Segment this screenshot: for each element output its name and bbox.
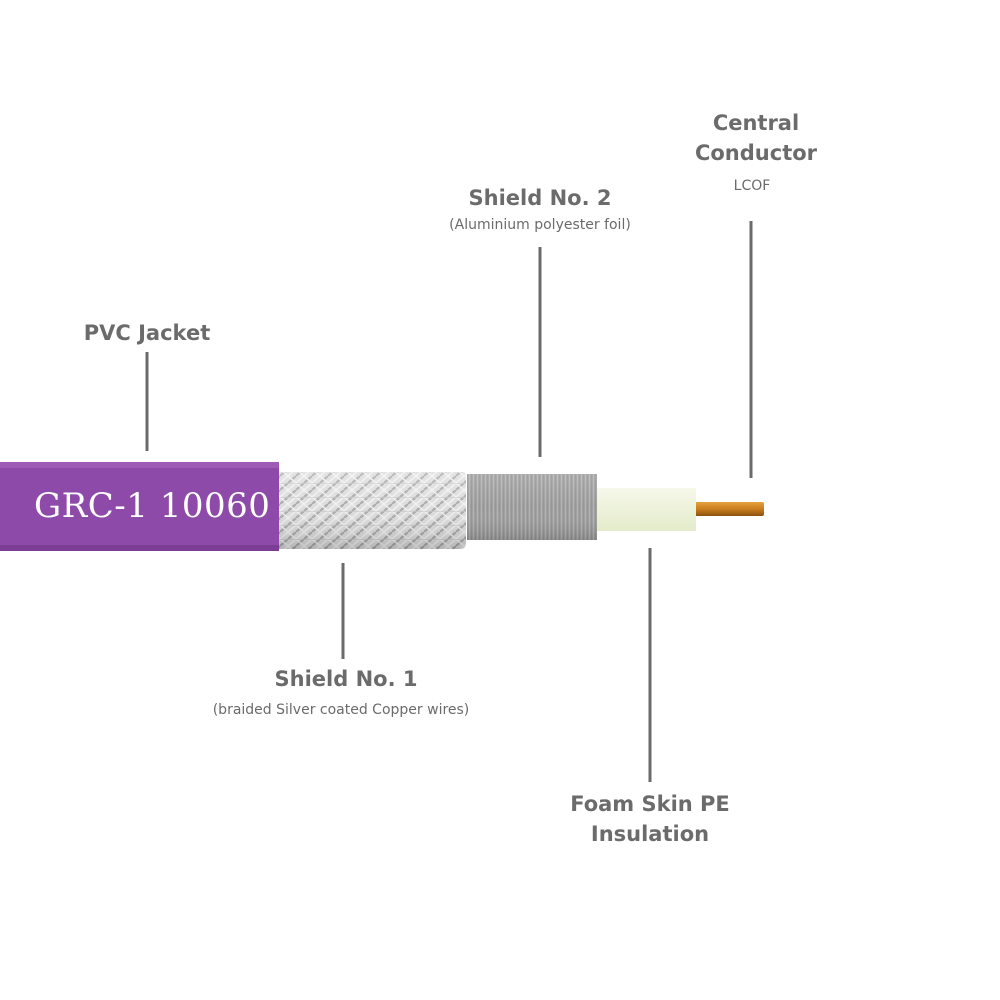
pvc-jacket-shadow (0, 545, 279, 551)
foam-insulation-label-line1: Foam Skin PE (570, 792, 730, 816)
shield-2-description: (Aluminium polyester foil) (449, 217, 631, 233)
foam-skin-pe-insulation (594, 488, 696, 531)
central-conductor-label-line1: Central (712, 111, 800, 135)
pvc-jacket-label: PVC Jacket (83, 321, 211, 345)
shield-2-foil-shading (467, 474, 597, 540)
foam-insulation-label-line2: Insulation (590, 822, 710, 846)
cable-print-text: GRC-1 10060 (34, 486, 271, 526)
central-conductor-label-line2: Conductor (694, 141, 818, 165)
pvc-jacket (0, 462, 279, 551)
shield-1-label: Shield No. 1 (274, 667, 418, 691)
shield-2-label: Shield No. 2 (468, 186, 612, 210)
shield-1-description: (braided Silver coated Copper wires) (212, 702, 470, 718)
central-conductor (690, 502, 764, 516)
shield-1-braid-shading (275, 472, 466, 549)
pvc-jacket-highlight (0, 462, 279, 468)
central-conductor-description: LCOF (733, 178, 771, 194)
